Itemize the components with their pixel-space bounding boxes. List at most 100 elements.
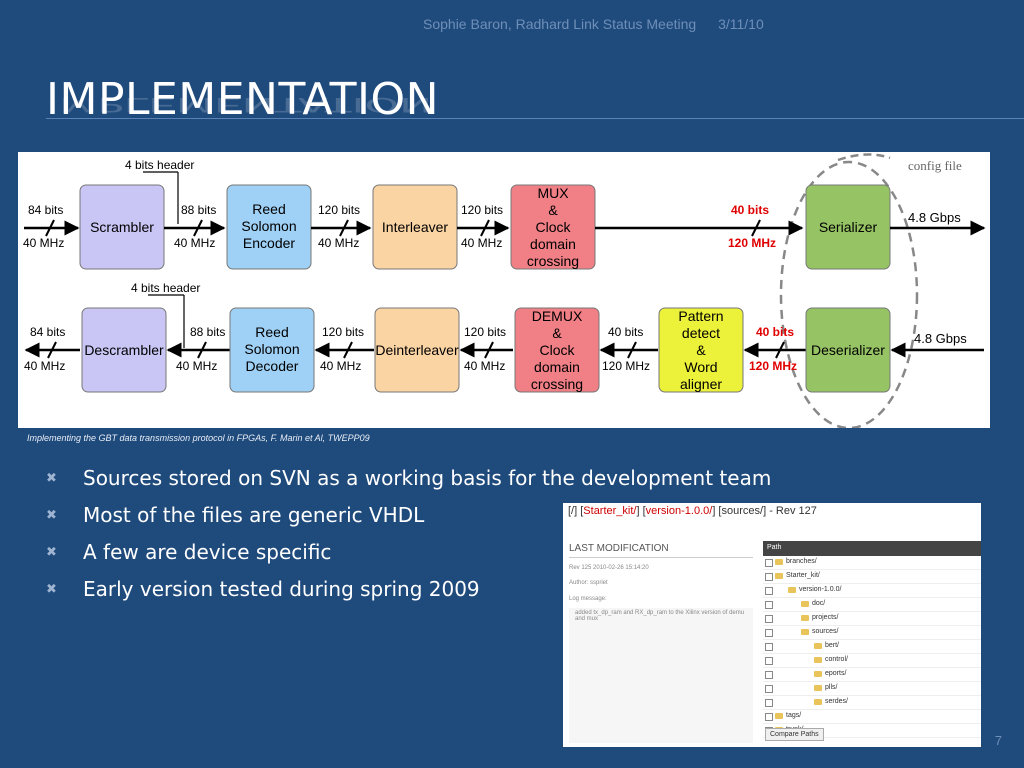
top-bits-3: 120 bits — [461, 203, 503, 217]
x-mark-icon: ✖ — [46, 508, 57, 523]
bullet-item: ✖ Sources stored on SVN as a working basi… — [46, 466, 771, 503]
bottom-bits-5: 40 bits — [756, 325, 794, 339]
compare-paths-button[interactable]: Compare Paths — [765, 728, 824, 741]
rs-decoder-block — [229, 307, 315, 393]
crumb-root[interactable]: [/] — [568, 505, 578, 517]
row-checkbox[interactable] — [765, 699, 773, 707]
top-bits-1: 88 bits — [181, 203, 216, 217]
scrambler-label: Scrambler — [90, 219, 154, 235]
folder-icon — [801, 615, 809, 621]
folder-icon — [775, 559, 783, 565]
x-mark-icon: ✖ — [46, 545, 57, 560]
bottom-freq-3: 40 MHz — [464, 359, 505, 373]
tree-row[interactable]: plls/ — [763, 682, 981, 696]
top-freq-1: 40 MHz — [174, 236, 215, 250]
serializer-label: Serializer — [819, 219, 878, 235]
descrambler-label: Descrambler — [84, 342, 164, 358]
row-checkbox[interactable] — [765, 629, 773, 637]
folder-icon — [775, 573, 783, 579]
tree-row[interactable]: bert/ — [763, 640, 981, 654]
row-checkbox[interactable] — [765, 587, 773, 595]
last-modification-heading: LAST MODIFICATION — [569, 543, 753, 558]
tree-row[interactable]: eports/ — [763, 668, 981, 682]
row-checkbox[interactable] — [765, 573, 773, 581]
pattern-block — [658, 307, 744, 393]
bottom-header-label: 4 bits header — [131, 281, 200, 295]
path-tree: Path branches/Starter_kit/version-1.0.0/… — [763, 541, 981, 738]
row-checkbox[interactable] — [765, 615, 773, 623]
tree-row[interactable]: version-1.0.0/ — [763, 584, 981, 598]
title-reflection: IMPLEMENTATION — [46, 93, 433, 116]
folder-icon — [788, 587, 796, 593]
top-freq-2: 40 MHz — [318, 236, 359, 250]
tree-row[interactable]: Starter_kit/ — [763, 570, 981, 584]
row-checkbox[interactable] — [765, 559, 773, 567]
row-checkbox[interactable] — [765, 657, 773, 665]
tree-row[interactable]: sources/ — [763, 626, 981, 640]
folder-icon — [801, 601, 809, 607]
bottom-bits-3: 120 bits — [464, 325, 506, 339]
gbt-block-diagram: config file 4 bits header 84 bits 40 MHz… — [18, 152, 990, 430]
row-checkbox[interactable] — [765, 643, 773, 651]
rev-date: Rev 125 2010-02-26 15:14:20 — [569, 565, 649, 571]
bottom-bits-1: 88 bits — [190, 325, 225, 339]
path-header: Path — [763, 541, 981, 556]
log-label: Log message: — [569, 596, 607, 602]
crumb-starter-kit[interactable]: Starter_kit/ — [583, 505, 637, 517]
descrambler-block — [81, 307, 167, 393]
config-label: config file — [908, 158, 962, 173]
page-number: 7 — [994, 733, 1002, 748]
bottom-bits-2: 120 bits — [322, 325, 364, 339]
bullet-text: Sources stored on SVN as a working basis… — [83, 466, 772, 490]
tree-row[interactable]: doc/ — [763, 598, 981, 612]
row-checkbox[interactable] — [765, 713, 773, 721]
crumb-sources: sources/ — [721, 505, 764, 517]
demux-block — [514, 307, 600, 393]
top-output: 4.8 Gbps — [908, 210, 961, 225]
bullet-list: ✖ Sources stored on SVN as a working basi… — [46, 466, 771, 614]
top-freq-3: 40 MHz — [461, 236, 502, 250]
bullet-item: ✖ A few are device specific — [46, 540, 771, 577]
deserializer-block — [805, 307, 891, 393]
bottom-bits-0: 84 bits — [30, 325, 65, 339]
folder-icon — [814, 671, 822, 677]
log-message: added tx_dp_ram and RX_dp_ram to the Xil… — [575, 610, 745, 622]
bullet-item: ✖Most of the files are generic VHDL — [46, 503, 771, 540]
crumb-version[interactable]: version-1.0.0/ — [645, 505, 713, 517]
bullet-item: ✖ Early version tested during spring 2009 — [46, 577, 771, 614]
row-checkbox[interactable] — [765, 685, 773, 693]
tree-rows: branches/Starter_kit/version-1.0.0/doc/p… — [763, 556, 981, 738]
bullet-text: Early version tested during spring 2009 — [83, 577, 480, 601]
header-date: 3/11/10 — [718, 16, 764, 32]
author: Author: sspriet — [569, 580, 608, 586]
tree-item-name: bert/ — [825, 642, 840, 649]
tree-item-name: Starter_kit/ — [786, 572, 820, 579]
tree-row[interactable]: control/ — [763, 654, 981, 668]
folder-icon — [814, 643, 822, 649]
tree-row[interactable]: tags/ — [763, 710, 981, 724]
x-mark-icon: ✖ — [46, 582, 57, 597]
tree-item-name: sources/ — [812, 628, 839, 635]
folder-icon — [814, 685, 822, 691]
serdes-ellipse — [779, 160, 919, 430]
x-mark-icon: ✖ — [46, 471, 57, 486]
header-author: Sophie Baron, Radhard Link Status Meetin… — [423, 16, 697, 32]
bottom-input: 4.8 Gbps — [914, 331, 967, 346]
deserializer-label: Deserializer — [811, 342, 885, 358]
deinterleaver-label: Deinterleaver — [375, 342, 459, 358]
bullet-text: A few are device specific — [83, 540, 332, 564]
tree-row[interactable]: projects/ — [763, 612, 981, 626]
tree-row[interactable]: branches/ — [763, 556, 981, 570]
top-bits-0: 84 bits — [28, 203, 63, 217]
page-title: IMPLEMENTATION — [46, 74, 440, 125]
top-header-label: 4 bits header — [125, 158, 194, 172]
row-checkbox[interactable] — [765, 601, 773, 609]
top-freq-4: 120 MHz — [728, 236, 776, 250]
tree-row[interactable]: serdes/ — [763, 696, 981, 710]
tree-item-name: serdes/ — [825, 698, 848, 705]
row-checkbox[interactable] — [765, 671, 773, 679]
deinterleaver-block — [374, 307, 460, 393]
